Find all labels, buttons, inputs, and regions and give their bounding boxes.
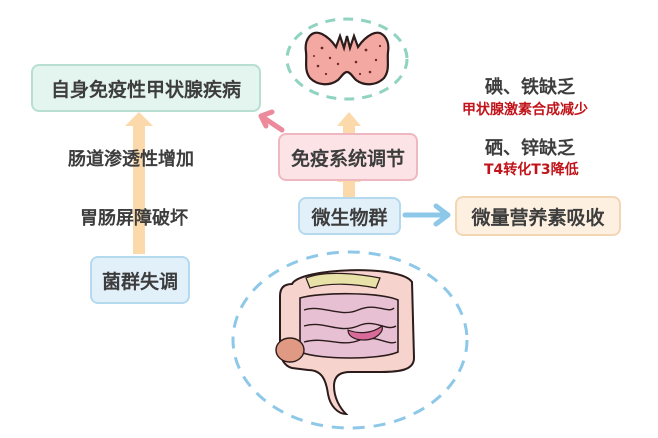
edge-label-gut-permeability: 肠道渗透性增加: [68, 149, 194, 170]
edge-label-barrier-damage: 胃肠屏障破坏: [80, 208, 188, 229]
node-dysbiosis: 菌群失调: [90, 256, 190, 304]
arrow-up-icon: [337, 112, 361, 126]
intestine-icon: [275, 269, 416, 416]
arrow-shaft-dysbiosis-to-autoimmune: [133, 124, 145, 254]
intestine-illustration: [231, 250, 469, 430]
arrow-head-pink-icon: [258, 109, 275, 129]
node-label: 免疫系统调节: [290, 147, 405, 170]
thyroid-icon: [304, 31, 390, 86]
arrow-up-icon: [125, 112, 153, 126]
node-label: 自身免疫性甲状腺疾病: [50, 78, 241, 101]
note-thyroid-hormone-reduced: 甲状腺激素合成减少: [462, 102, 588, 118]
note-t4-t3-conversion-reduced: T4转化T3降低: [484, 162, 579, 178]
node-microbiota: 微生物群: [298, 197, 401, 235]
arrow-shaft-immune-to-autoimmune: [261, 115, 285, 133]
node-micronutrient-absorption: 微量营养素吸收: [455, 196, 621, 236]
node-label: 菌群失调: [101, 270, 178, 293]
note-iodine-iron-deficiency: 碘、铁缺乏: [485, 77, 575, 98]
node-autoimmune-thyroid-disease: 自身免疫性甲状腺疾病: [31, 64, 261, 112]
node-label: 微生物群: [311, 206, 388, 229]
intestine-dashed-ring: [231, 250, 469, 430]
thyroid-illustration: [285, 17, 409, 101]
arrow-head-blue-icon: [433, 203, 451, 227]
node-label: 微量营养素吸收: [471, 206, 605, 229]
note-selenium-zinc-deficiency: 硒、锌缺乏: [485, 138, 575, 159]
arrow-shaft-microbiota-to-immune: [343, 180, 355, 198]
node-immune-regulation: 免疫系统调节: [278, 133, 418, 181]
thyroid-dashed-ring: [285, 17, 409, 101]
